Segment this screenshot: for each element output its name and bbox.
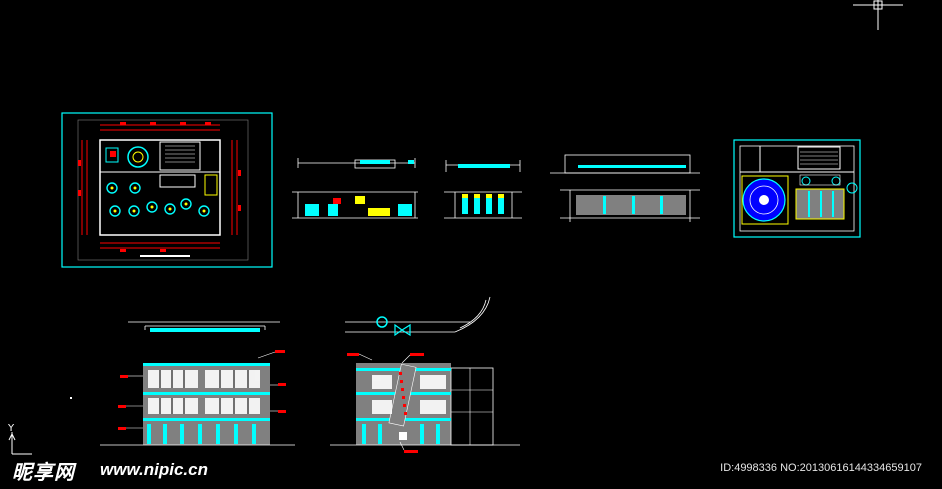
- elevation-a: [292, 158, 418, 219]
- ucs-y-label: Y: [7, 423, 15, 434]
- floor-plan-sheet: [61, 112, 273, 268]
- watermark-id: ID:4998336 NO:20130616144334659107: [720, 462, 922, 474]
- elevation-c: [550, 154, 700, 222]
- ceiling-plan-sheet: [733, 139, 861, 238]
- watermark-logo: 昵享网: [12, 460, 75, 484]
- crosshair-cursor-icon: [853, 0, 903, 30]
- building-facade: [330, 296, 520, 453]
- building-section-left: [100, 321, 295, 446]
- watermark-url: www.nipic.cn: [100, 460, 208, 479]
- point-marker: [70, 397, 72, 399]
- ucs-axis-icon: [8, 432, 32, 455]
- elevation-b: [444, 160, 522, 219]
